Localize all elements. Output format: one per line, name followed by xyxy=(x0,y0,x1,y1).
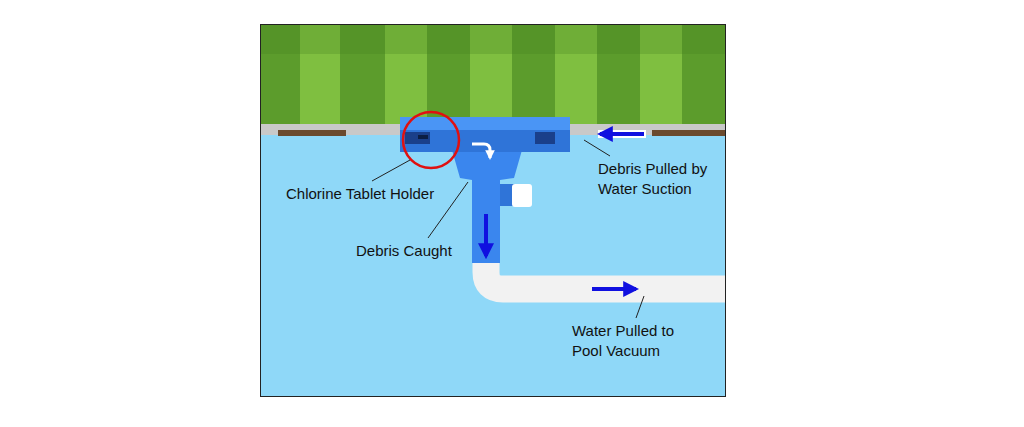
flow-arrow xyxy=(472,144,490,158)
coping xyxy=(652,130,726,136)
flow-arrow xyxy=(484,214,488,256)
highlight-circle xyxy=(403,112,459,168)
coping xyxy=(278,130,346,136)
pool-water xyxy=(260,135,726,397)
callout-label: Water Pulled to Pool Vacuum xyxy=(572,321,696,362)
flow-arrow xyxy=(592,287,636,291)
leader-line xyxy=(636,296,644,318)
frame xyxy=(261,25,726,397)
flow-arrow xyxy=(600,132,644,136)
leader-line xyxy=(584,140,610,156)
callout-label: Debris Caught xyxy=(356,241,466,261)
callout-label: Chlorine Tablet Holder xyxy=(286,184,461,204)
lawn xyxy=(260,24,726,126)
leader-line xyxy=(372,160,410,181)
callout-label: Debris Pulled by Water Suction xyxy=(598,159,722,200)
pipe xyxy=(486,250,726,289)
flow-arrow-outline xyxy=(598,130,646,138)
